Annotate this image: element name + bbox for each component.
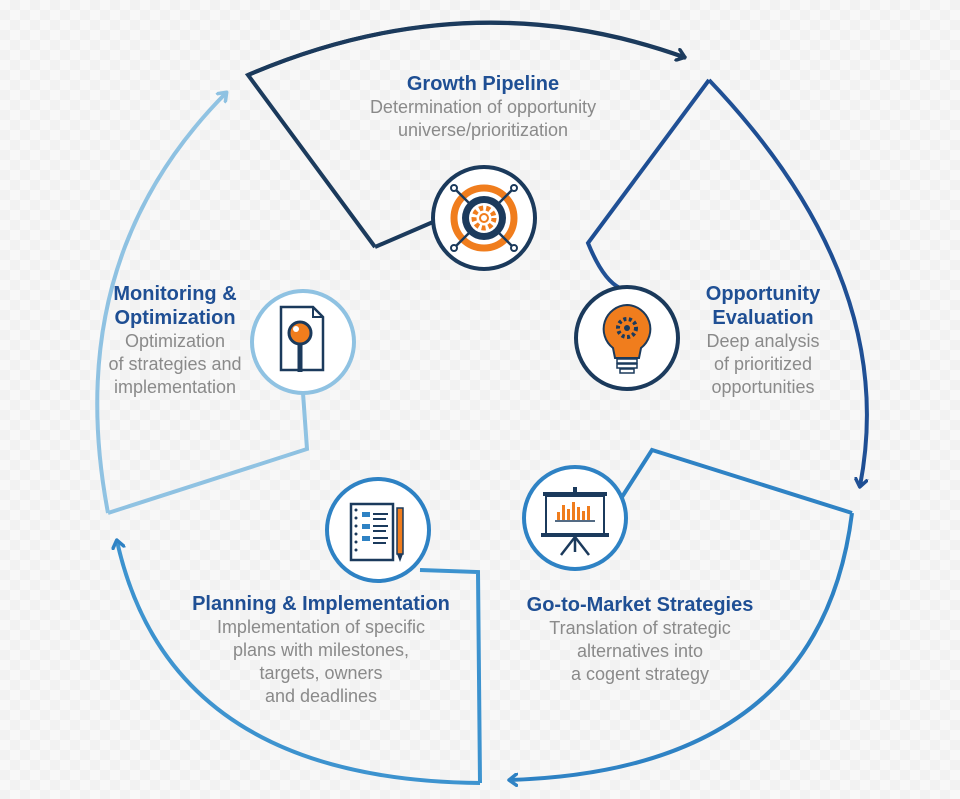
step-desc-line: Translation of strategic	[549, 618, 731, 638]
step-title: Planning & Implementation	[192, 593, 450, 615]
step-desc-line: alternatives into	[576, 641, 704, 661]
step-desc-line: of prioritized	[713, 354, 813, 374]
arrow-growth-pipeline	[247, 20, 684, 77]
step-desc-line: opportunities	[711, 377, 815, 397]
step-monitoring-optimization: Monitoring & Optimization Optimization o…	[95, 282, 255, 399]
segment-opportunity-evaluation	[585, 78, 711, 290]
step-title: Opportunity	[705, 283, 821, 305]
step-title: Evaluation	[712, 307, 814, 329]
step-desc-line: Deep analysis	[706, 331, 820, 351]
arrow-monitoring	[95, 93, 226, 514]
step-title: Growth Pipeline	[406, 73, 560, 95]
segment-monitoring	[107, 392, 310, 515]
step-growth-pipeline: Growth Pipeline Determination of opportu…	[338, 72, 628, 142]
step-opportunity-evaluation: Opportunity Evaluation Deep analysis of …	[688, 282, 838, 399]
step-title: Go-to-Market Strategies	[526, 594, 754, 616]
step-desc-line: implementation	[113, 377, 237, 397]
step-desc-line: and deadlines	[264, 686, 378, 706]
arrow-opportunity-evaluation	[707, 78, 869, 486]
document-magnifier-icon	[250, 289, 356, 395]
notepad-pencil-icon	[325, 477, 431, 583]
segment-go-to-market	[620, 447, 853, 515]
step-desc-line: universe/prioritization	[397, 120, 569, 140]
segment-planning	[419, 568, 482, 784]
step-desc-line: of strategies and	[108, 354, 242, 374]
arrow-planning	[117, 541, 481, 785]
step-title: Monitoring &	[113, 283, 237, 305]
step-title: Optimization	[114, 307, 236, 329]
step-desc-line: Determination of opportunity	[369, 97, 597, 117]
step-desc-line: targets, owners	[259, 663, 383, 683]
step-desc-line: plans with milestones,	[232, 640, 410, 660]
presentation-board-icon	[522, 465, 628, 571]
step-desc-line: Implementation of specific	[216, 617, 426, 637]
step-desc-line: a cogent strategy	[570, 664, 710, 684]
arrow-go-to-market	[510, 512, 854, 780]
step-planning-implementation: Planning & Implementation Implementation…	[173, 592, 469, 708]
gear-target-icon	[431, 165, 537, 271]
lightbulb-gear-icon	[574, 285, 680, 391]
step-go-to-market: Go-to-Market Strategies Translation of s…	[500, 593, 780, 686]
step-desc-line: Optimization	[124, 331, 226, 351]
